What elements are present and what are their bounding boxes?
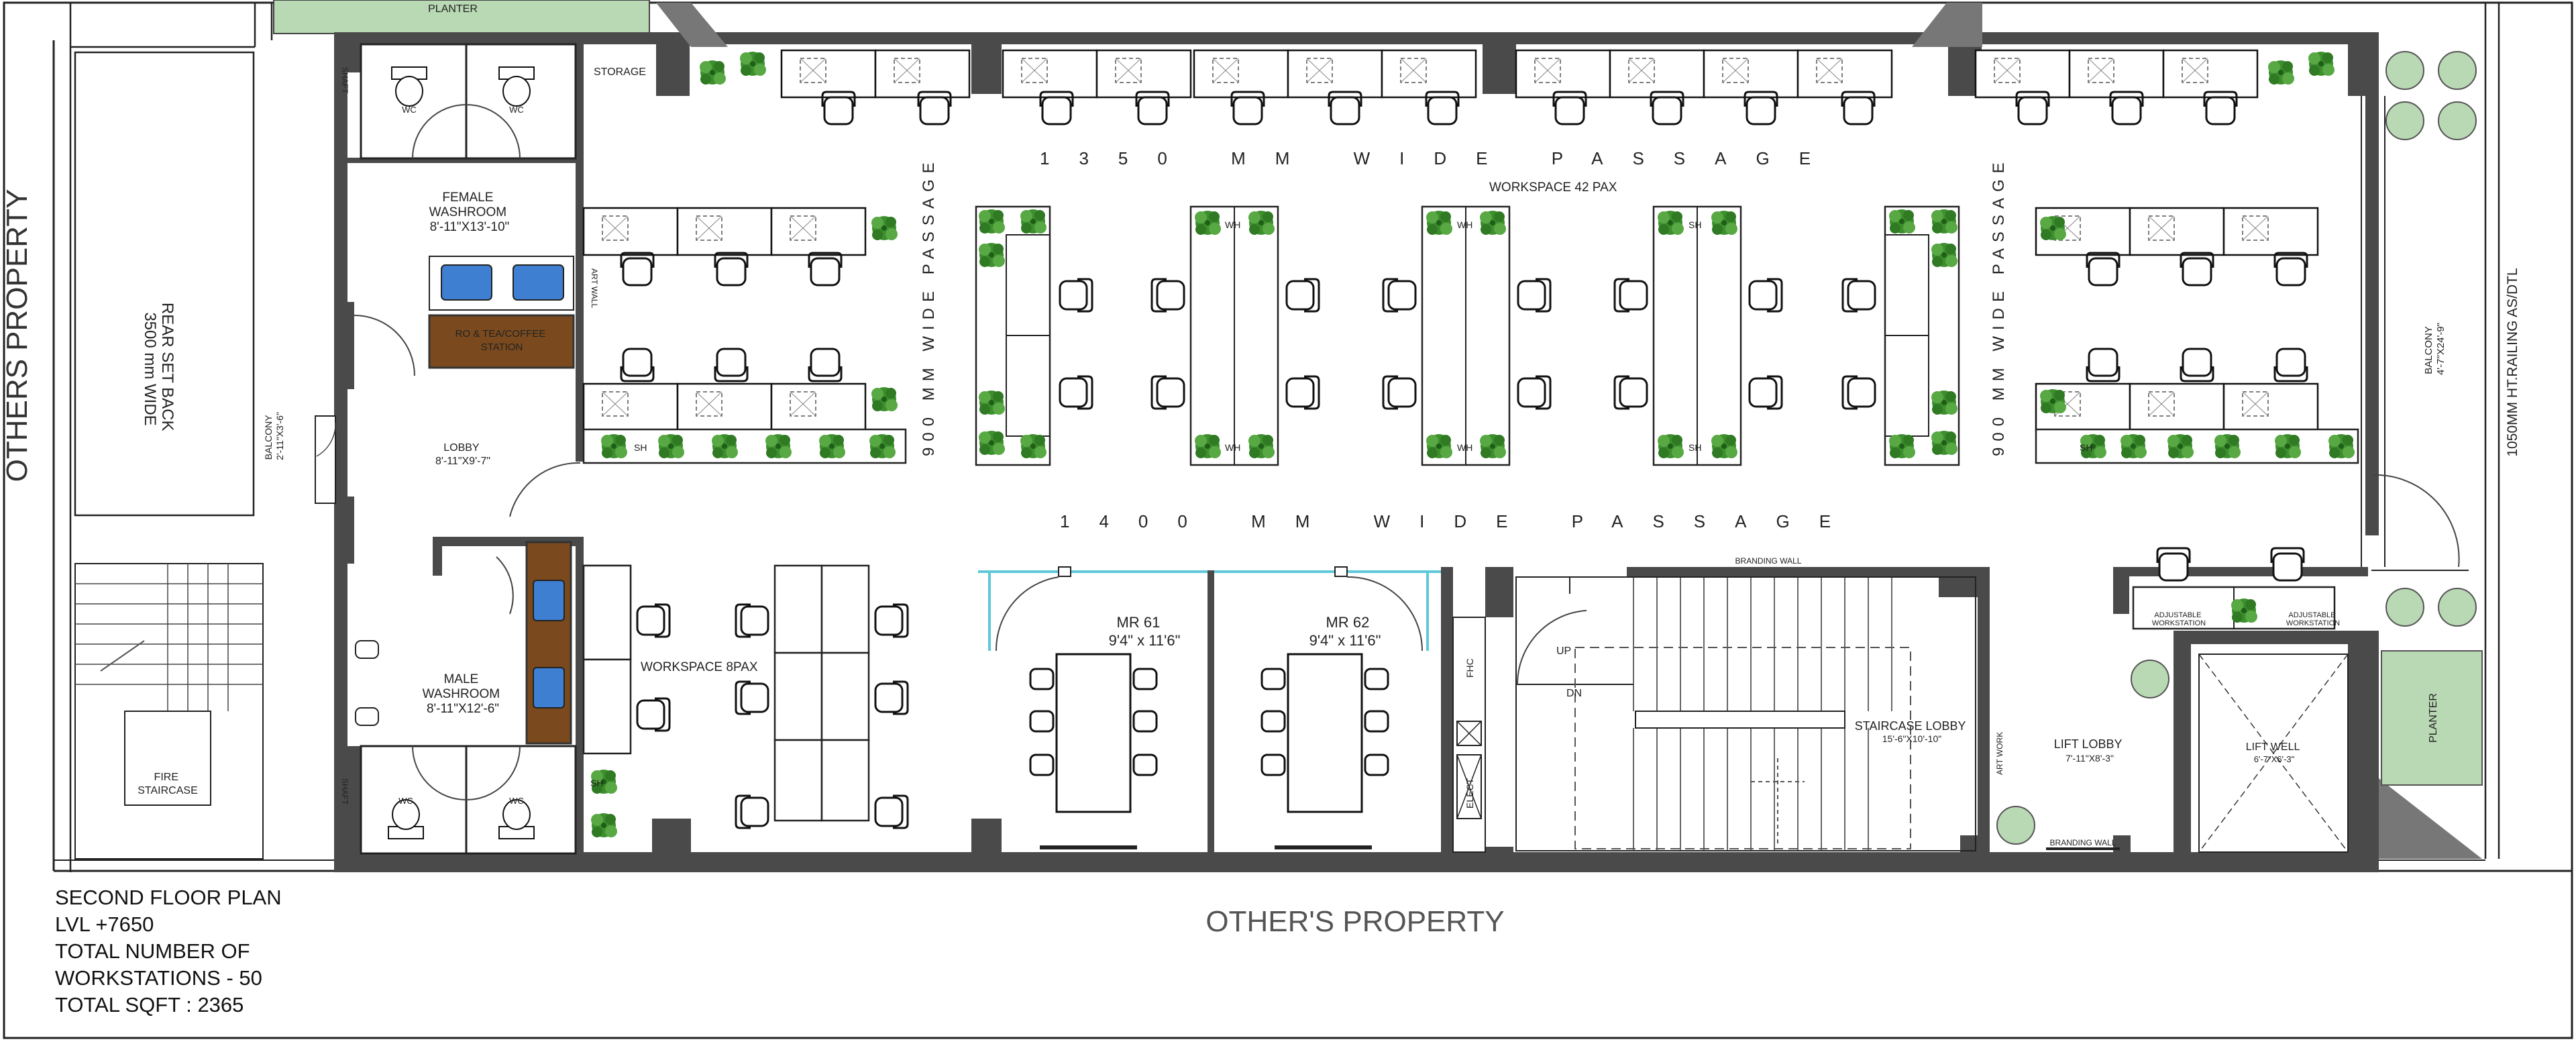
svg-text:ADJUSTABLE WORKSTATION: ADJUSTABLE WORKSTATION xyxy=(2286,611,2340,627)
top-row-desks xyxy=(700,49,2334,125)
notes-sqft: TOTAL SQFT : 2365 xyxy=(55,993,244,1017)
art-wall-label: ART WALL xyxy=(590,268,599,308)
wc-bottom: WC WC SHAFT xyxy=(340,745,577,855)
planter-top-label: PLANTER xyxy=(428,3,478,15)
svg-text:ELECT: ELECT xyxy=(1464,778,1475,809)
workspace-8-desks: SH xyxy=(582,564,909,837)
svg-text:LIFT WELL 6'-7"X6'-3": LIFT WELL 6'-7"X6'-3" xyxy=(2246,741,2302,764)
railing-label: 1050MM HT.RAILING AS/DTL xyxy=(2505,268,2520,456)
passage-1400-label: 1400 MM WIDE PASSAGE xyxy=(1060,511,1860,531)
art-work-label: ART WORK xyxy=(1995,732,2004,775)
male-counter xyxy=(525,541,572,745)
lobby-label: LOBBY 8'-11"X9'-7" xyxy=(435,442,490,467)
balcony-planters xyxy=(1996,51,2477,845)
others-property-bottom-label: OTHER'S PROPERTY xyxy=(1205,905,1504,938)
svg-text:ADJUSTABLE WORKSTATION: ADJUSTABLE WORKSTATION xyxy=(2152,611,2206,627)
svg-text:WC: WC xyxy=(398,796,413,806)
svg-text:WC: WC xyxy=(509,796,524,806)
svg-text:WH: WH xyxy=(1225,219,1240,230)
fire-staircase-label: FIRE STAIRCASE xyxy=(138,772,198,796)
svg-text:WC: WC xyxy=(509,105,524,115)
middle-cluster-1 xyxy=(975,205,1093,466)
planter-right-label: PLANTER xyxy=(2428,693,2439,743)
meeting-room-62 xyxy=(1214,566,1441,849)
meeting-room-61 xyxy=(978,566,1214,852)
passage-900-left: 900 MM WIDE PASSAGE xyxy=(920,156,938,456)
svg-text:WH: WH xyxy=(1225,442,1240,453)
mr62-label: MR 62 9'4" x 11'6" xyxy=(1309,614,1381,649)
svg-text:WH: WH xyxy=(1457,219,1472,230)
middle-cluster-3: WH WH xyxy=(1382,205,1552,466)
others-property-left-label: OTHERS PROPERTY xyxy=(1,189,34,482)
svg-text:FHC: FHC xyxy=(1464,658,1475,678)
female-washroom-label: FEMALE WASHROOM 8'-11"X13'-10" xyxy=(429,191,511,234)
staircase-lobby-label: STAIRCASE LOBBY 15'-6"X10'-10" xyxy=(1855,719,1969,744)
svg-text:SH: SH xyxy=(1688,442,1701,453)
balcony-right-label: BALCONY 4'-7"X24'-9" xyxy=(2423,323,2447,375)
branding-wall-top: BRANDING WALL xyxy=(1735,556,1802,566)
workspace-42-label: WORKSPACE 42 PAX xyxy=(1489,180,1617,195)
male-urinals xyxy=(355,640,379,726)
storage-label: STORAGE xyxy=(594,66,646,78)
svg-text:SH: SH xyxy=(634,442,647,453)
walls xyxy=(334,32,2379,872)
mr61-label: MR 61 9'4" x 11'6" xyxy=(1109,614,1181,649)
passage-900-right: 900 MM WIDE PASSAGE xyxy=(1990,156,2008,456)
lift-well: LIFT WELL 6'-7"X6'-3" xyxy=(2198,654,2349,853)
notes-total-label: TOTAL NUMBER OF xyxy=(55,939,250,963)
balcony-left-label: BALCONY 2'-11"X3'-6" xyxy=(263,412,285,460)
svg-text:WH: WH xyxy=(1457,442,1472,453)
middle-cluster-4: SH SH xyxy=(1613,205,1783,466)
svg-text:SHAFT: SHAFT xyxy=(340,778,350,805)
dn-label: DN xyxy=(1566,688,1582,699)
passage-1350-label: 1350 MM WIDE PASSAGE xyxy=(1040,148,1840,168)
left-cluster-desks: SH xyxy=(582,207,907,464)
fhc-elect: FHC ELECT xyxy=(1452,617,1486,853)
svg-text:WC: WC xyxy=(402,105,417,115)
adjustable-workstations: ADJUSTABLE WORKSTATION ADJUSTABLE WORKST… xyxy=(2132,547,2340,630)
notes-workstations: WORKSTATIONS - 50 xyxy=(55,966,262,990)
female-sink-counter: RO & TEA/COFFEE STATION xyxy=(428,256,575,369)
branding-wall-bottom: BRANDING WALL xyxy=(2050,838,2116,847)
fire-staircase: FIRE STAIRCASE xyxy=(74,563,264,859)
middle-cluster-2: WH WH xyxy=(1150,205,1320,466)
svg-text:SH: SH xyxy=(590,778,603,788)
staircase xyxy=(1515,576,1976,851)
notes-title: SECOND FLOOR PLAN xyxy=(55,886,282,909)
workspace-8-label: WORKSPACE 8PAX xyxy=(641,660,758,674)
svg-text:SH: SH xyxy=(2080,442,2092,453)
svg-text:SHAFT: SHAFT xyxy=(340,67,350,94)
middle-cluster-5 xyxy=(1841,205,1960,466)
right-cluster-desks: SH xyxy=(2035,207,2359,464)
up-label: UP xyxy=(1556,645,1571,657)
wc-top: WC WC SHAFT xyxy=(340,43,577,160)
svg-text:SH: SH xyxy=(1688,219,1701,230)
lift-lobby-label: LIFT LOBBY 7'-11"X8'-3" xyxy=(2054,737,2125,764)
notes-level: LVL +7650 xyxy=(55,913,154,936)
rear-setback-label: REAR SET BACK 3500 mm WIDE xyxy=(141,303,176,435)
plan-notes: SECOND FLOOR PLAN LVL +7650 TOTAL NUMBER… xyxy=(55,884,282,1019)
svg-text:RO & TEA/COFFEE STATION: RO & TEA/COFFEE STATION xyxy=(455,328,549,353)
male-washroom-label: MALE WASHROOM 8'-11"X12'-6" xyxy=(423,672,504,716)
